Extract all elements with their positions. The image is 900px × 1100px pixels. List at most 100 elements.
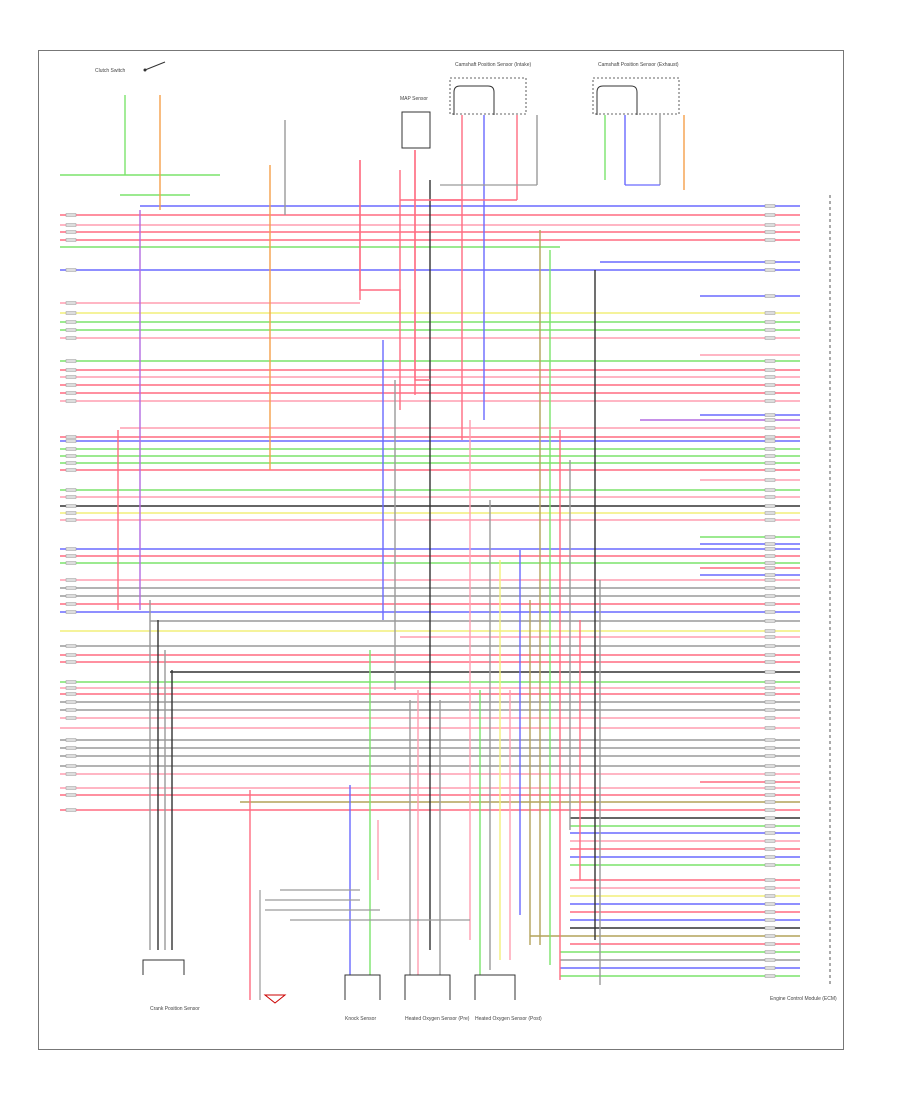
wire-label-tag <box>764 847 776 851</box>
cps-label: Crank Position Sensor <box>150 1006 200 1012</box>
wire-label-tag <box>764 886 776 890</box>
component-layer <box>142 61 831 1004</box>
wire-label-tag <box>764 686 776 690</box>
wire-label-tag <box>764 863 776 867</box>
wire-label-tag <box>65 554 77 558</box>
wire-label-tag <box>764 878 776 882</box>
wire-label-tag <box>65 518 77 522</box>
wire-label-tag <box>764 223 776 227</box>
wire-label-tag <box>764 454 776 458</box>
wire-label-tag <box>764 573 776 577</box>
wire-label-tag <box>764 260 776 264</box>
knock-sensor-connector <box>344 974 381 1000</box>
wire-label-tag <box>764 966 776 970</box>
wire-label-tag <box>764 554 776 558</box>
wire-label-tag <box>764 816 776 820</box>
wire-label-tag <box>764 793 776 797</box>
wire-label-tag <box>65 602 77 606</box>
wire-label-tag <box>65 268 77 272</box>
o2-pre-connector <box>404 974 451 1000</box>
wire-label-tag <box>65 320 77 324</box>
wire-label-tag <box>764 942 776 946</box>
wire-label-tag <box>764 586 776 590</box>
wire-label-tag <box>65 511 77 515</box>
wire-label-tag <box>764 746 776 750</box>
wire-label-tag <box>764 958 776 962</box>
wire-label-tag <box>764 910 776 914</box>
wire-label-tag <box>65 700 77 704</box>
wire-label-tag <box>65 660 77 664</box>
wire-label-tag <box>65 238 77 242</box>
wire-label-tag <box>65 435 77 439</box>
wire-label-tag <box>764 894 776 898</box>
wire-label-tag <box>764 268 776 272</box>
wire-label-tag <box>65 399 77 403</box>
wire-label-tag <box>764 772 776 776</box>
wire-label-tag <box>764 635 776 639</box>
cam-exhaust-label: Camshaft Position Sensor (Exhaust) <box>598 62 679 68</box>
ground-symbol <box>263 994 287 1004</box>
wire-label-tag <box>764 495 776 499</box>
wire-label-tag <box>65 213 77 217</box>
wire-label-tag <box>65 708 77 712</box>
wire-label-tag <box>65 439 77 443</box>
wire-label-tag <box>764 461 776 465</box>
wire-label-tag <box>764 413 776 417</box>
label-layer: Engine Control Module (ECM)Crank Positio… <box>65 62 837 1022</box>
wire-label-tag <box>65 808 77 812</box>
wire-label-tag <box>65 328 77 332</box>
wire-label-tag <box>764 238 776 242</box>
wire-label-tag <box>65 738 77 742</box>
wire-label-tag <box>764 535 776 539</box>
wire-label-tag <box>65 764 77 768</box>
wire-label-tag <box>764 391 776 395</box>
wire-label-tag <box>65 653 77 657</box>
wire-label-tag <box>65 686 77 690</box>
wire-label-tag <box>764 716 776 720</box>
map-sensor-body <box>401 111 431 149</box>
wire-label-tag <box>65 368 77 372</box>
wire-label-tag <box>65 754 77 758</box>
wire-label-tag <box>65 461 77 465</box>
wire-label-tag <box>65 578 77 582</box>
o2-post-label: Heated Oxygen Sensor (Post) <box>475 1016 542 1022</box>
wire-label-tag <box>764 824 776 828</box>
wire-label-tag <box>764 926 776 930</box>
wire-label-tag <box>764 468 776 472</box>
wire-label-tag <box>764 780 776 784</box>
wire-146 <box>414 150 430 381</box>
cam-intake-connector <box>449 77 527 115</box>
wire-label-tag <box>764 375 776 379</box>
o2-pre-label: Heated Oxygen Sensor (Pre) <box>405 1016 470 1022</box>
wire-label-tag <box>65 359 77 363</box>
wire-label-tag <box>764 488 776 492</box>
wire-label-tag <box>764 511 776 515</box>
wire-label-tag <box>764 418 776 422</box>
wire-label-tag <box>65 468 77 472</box>
knock-label: Knock Sensor <box>345 1016 376 1022</box>
wire-label-tag <box>764 902 776 906</box>
wire-label-tag <box>764 542 776 546</box>
wire-label-tag <box>764 738 776 742</box>
wire-label-tag <box>65 311 77 315</box>
wire-label-tag <box>65 644 77 648</box>
wire-label-tag <box>65 772 77 776</box>
wire-label-tag <box>65 746 77 750</box>
wire-label-tag <box>764 918 776 922</box>
wire-label-tag <box>65 495 77 499</box>
wire-label-tag <box>65 223 77 227</box>
wire-label-tag <box>65 301 77 305</box>
wire-label-tag <box>65 504 77 508</box>
wire-label-tag <box>764 764 776 768</box>
wire-label-tag <box>764 610 776 614</box>
wire-label-tag <box>764 974 776 978</box>
cam-intake-label: Camshaft Position Sensor (Intake) <box>455 62 531 68</box>
wire-label-tag <box>65 586 77 590</box>
wire-145 <box>359 160 401 310</box>
diagram-frame <box>38 50 844 1050</box>
wire-label-tag <box>764 594 776 598</box>
wire-label-tag <box>764 518 776 522</box>
clutch-label: Clutch Switch <box>95 68 126 74</box>
wire-label-tag <box>65 793 77 797</box>
